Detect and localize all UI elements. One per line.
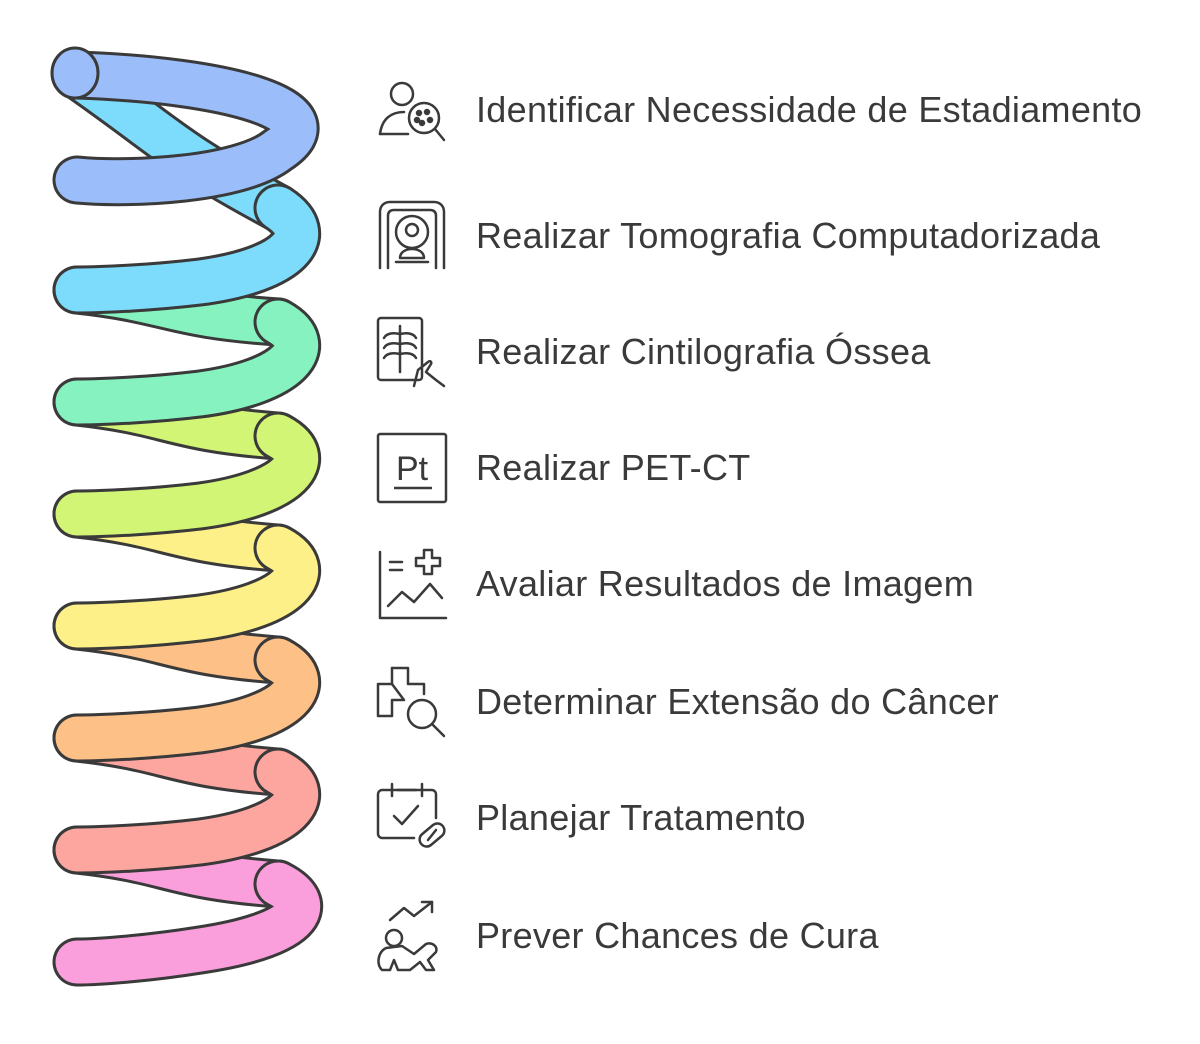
step-pet-ct: Pt Realizar PET-CT	[374, 430, 1174, 506]
ct-scanner-icon	[374, 198, 450, 274]
treatment-calendar-icon	[374, 780, 450, 856]
person-magnifier-icon	[374, 72, 450, 148]
step-determine-extent: Determinar Extensão do Câncer	[374, 664, 1174, 740]
step-label: Identificar Necessidade de Estadiamento	[476, 87, 1142, 133]
pet-icon-text: Pt	[396, 450, 429, 488]
step-plan-treatment: Planejar Tratamento	[374, 780, 1174, 856]
recovery-trend-icon	[374, 898, 450, 974]
step-evaluate-results: Avaliar Resultados de Imagem	[374, 546, 1174, 622]
medical-chart-icon	[374, 546, 450, 622]
step-label: Realizar Cintilografia Óssea	[476, 329, 931, 375]
step-bone-scan: Realizar Cintilografia Óssea	[374, 314, 1174, 390]
step-label: Determinar Extensão do Câncer	[476, 679, 999, 725]
step-identify-staging: Identificar Necessidade de Estadiamento	[374, 72, 1174, 148]
spiral-coil	[0, 0, 340, 1044]
pet-element-icon: Pt	[374, 430, 450, 506]
step-label: Planejar Tratamento	[476, 795, 806, 841]
step-label: Realizar PET-CT	[476, 445, 751, 491]
coil-opening	[52, 48, 98, 98]
step-label: Prever Chances de Cura	[476, 913, 879, 959]
medical-search-icon	[374, 664, 450, 740]
step-label: Avaliar Resultados de Imagem	[476, 561, 974, 607]
step-ct-scan: Realizar Tomografia Computadorizada	[374, 198, 1174, 274]
xray-scan-icon	[374, 314, 450, 390]
step-predict-cure: Prever Chances de Cura	[374, 898, 1174, 974]
step-label: Realizar Tomografia Computadorizada	[476, 213, 1100, 259]
